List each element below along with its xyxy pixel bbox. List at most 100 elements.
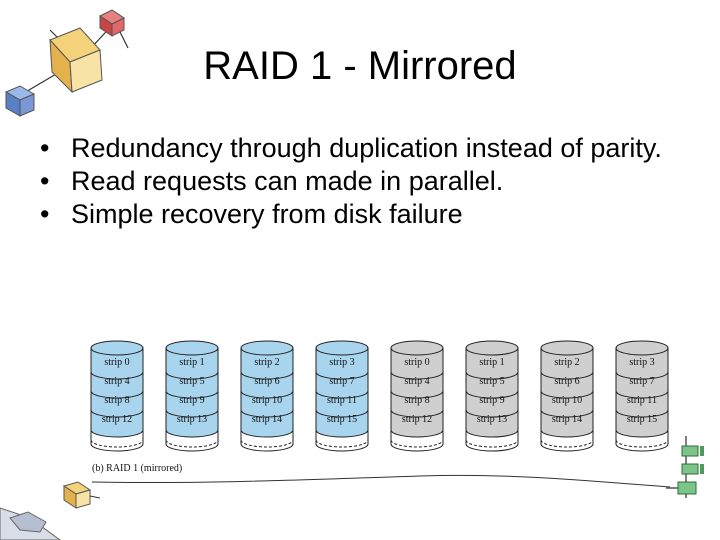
strip-separator xyxy=(390,409,444,418)
disk-top xyxy=(390,340,444,356)
slide-title: RAID 1 - Mirrored xyxy=(203,44,517,88)
bullet-glyph: • xyxy=(40,166,50,196)
disk-dashed-edge xyxy=(90,439,144,448)
server-stack-icon xyxy=(666,436,704,498)
strip-label: strip 4 xyxy=(404,376,429,387)
strip-label: strip 7 xyxy=(329,376,354,387)
strip-separator xyxy=(315,390,369,399)
strip-separator xyxy=(315,409,369,418)
strip-label: strip 11 xyxy=(327,395,357,406)
strip-label: strip 5 xyxy=(179,376,204,387)
strip-label: strip 8 xyxy=(404,395,429,406)
disk-dashed-edge xyxy=(315,439,369,448)
disk-array: strip 0 strip 4 strip 8 strip 12 strip 1 stri… xyxy=(90,340,669,452)
strip-label: strip 2 xyxy=(254,357,279,368)
strip-separator xyxy=(615,390,669,399)
mirror-disk: strip 2 strip 6 strip 10 strip 14 xyxy=(540,340,594,452)
network-cubes-icon xyxy=(4,9,129,117)
disk-strip-area xyxy=(615,347,669,438)
bullet-item: • Simple recovery from disk failure xyxy=(40,198,700,231)
mirror-disk: strip 3 strip 7 strip 11 strip 15 xyxy=(615,340,669,452)
strip-label: strip 15 xyxy=(627,414,657,425)
strip-separator xyxy=(540,409,594,418)
strip-separator xyxy=(390,371,444,380)
bullet-glyph: • xyxy=(40,133,50,163)
strip-label: strip 12 xyxy=(402,414,432,425)
strip-label: strip 7 xyxy=(629,376,654,387)
strip-label: strip 13 xyxy=(477,414,507,425)
bus-line xyxy=(91,474,671,488)
bullet-text: Redundancy through duplication instead o… xyxy=(71,133,662,163)
strip-separator xyxy=(540,371,594,380)
primary-disk: strip 2 strip 6 strip 10 strip 14 xyxy=(240,340,294,452)
strip-separator xyxy=(165,409,219,418)
strip-separator xyxy=(165,371,219,380)
strip-separator xyxy=(90,409,144,418)
strip-separator xyxy=(540,390,594,399)
strip-separator xyxy=(315,371,369,380)
strip-label: strip 11 xyxy=(627,395,657,406)
disk-dashed-edge xyxy=(390,439,444,448)
disk-dashed-edge xyxy=(465,439,519,448)
disk-strip-area xyxy=(315,347,369,438)
disk-dashed-edge xyxy=(165,439,219,448)
primary-disk: strip 3 strip 7 strip 11 strip 15 xyxy=(315,340,369,452)
disk-dashed-edge xyxy=(615,439,669,448)
strip-separator xyxy=(615,371,669,380)
strip-separator xyxy=(165,390,219,399)
disk-top xyxy=(90,340,144,356)
disk-dashed-edge xyxy=(240,439,294,448)
strip-label: strip 6 xyxy=(254,376,279,387)
bullet-item: • Read requests can made in parallel. xyxy=(40,165,700,198)
disk-strip-area xyxy=(540,347,594,438)
strip-label: strip 14 xyxy=(552,414,582,425)
bullet-text: Simple recovery from disk failure xyxy=(71,199,463,229)
disk-strip-area xyxy=(165,347,219,438)
strip-separator xyxy=(240,409,294,418)
strip-label: strip 0 xyxy=(104,357,129,368)
strip-label: strip 6 xyxy=(554,376,579,387)
disk-top xyxy=(540,340,594,356)
strip-separator xyxy=(465,390,519,399)
strip-label: strip 10 xyxy=(552,395,582,406)
strip-separator xyxy=(240,390,294,399)
strip-label: strip 9 xyxy=(179,395,204,406)
strip-label: strip 13 xyxy=(177,414,207,425)
disk-top xyxy=(465,340,519,356)
strip-separator xyxy=(465,409,519,418)
bullet-list: • Redundancy through duplication instead… xyxy=(40,132,700,231)
disk-top xyxy=(240,340,294,356)
cube-hand-icon xyxy=(0,481,100,540)
strip-separator xyxy=(465,371,519,380)
strip-separator xyxy=(615,409,669,418)
disk-dashed-edge xyxy=(540,439,594,448)
bullet-item: • Redundancy through duplication instead… xyxy=(40,132,700,165)
strip-label: strip 2 xyxy=(554,357,579,368)
disk-strip-area xyxy=(390,347,444,438)
disk-top xyxy=(165,340,219,356)
strip-label: strip 15 xyxy=(327,414,357,425)
strip-separator xyxy=(390,390,444,399)
mirror-disk: strip 0 strip 4 strip 8 strip 12 xyxy=(390,340,444,452)
strip-label: strip 4 xyxy=(104,376,129,387)
strip-label: strip 9 xyxy=(479,395,504,406)
strip-label: strip 0 xyxy=(404,357,429,368)
disk-strip-area xyxy=(240,347,294,438)
diagram-caption: (b) RAID 1 (mirrored) xyxy=(92,463,182,474)
strip-label: strip 3 xyxy=(329,357,354,368)
strip-label: strip 14 xyxy=(252,414,282,425)
disk-top xyxy=(315,340,369,356)
strip-label: strip 12 xyxy=(102,414,132,425)
strip-separator xyxy=(90,371,144,380)
disk-strip-area xyxy=(465,347,519,438)
bullet-glyph: • xyxy=(40,199,50,229)
strip-separator xyxy=(240,371,294,380)
strip-label: strip 3 xyxy=(629,357,654,368)
strip-label: strip 1 xyxy=(479,357,504,368)
strip-separator xyxy=(90,390,144,399)
strip-label: strip 10 xyxy=(252,395,282,406)
raid1-diagram: strip 0 strip 4 strip 8 strip 12 strip 1 stri… xyxy=(90,340,671,488)
bullet-text: Read requests can made in parallel. xyxy=(71,166,504,196)
